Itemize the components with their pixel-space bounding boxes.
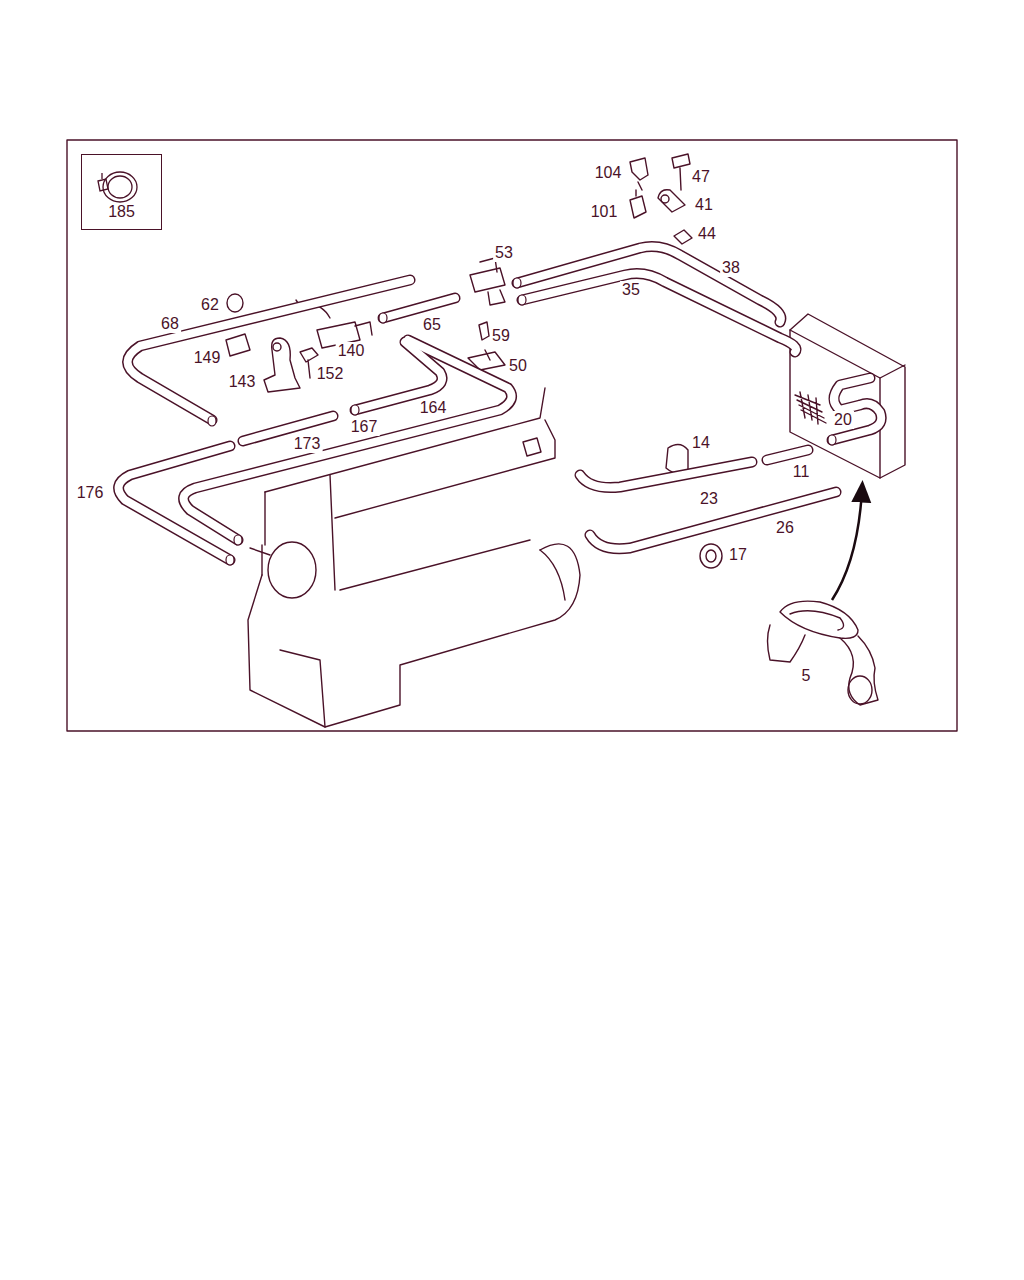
callout-number: 104 — [593, 164, 624, 182]
engine-block — [248, 388, 580, 727]
callout-number: 149 — [192, 349, 223, 367]
callout-number: 41 — [693, 196, 715, 214]
callout-number: 14 — [690, 434, 712, 452]
callout-number: 65 — [421, 316, 443, 334]
callout-number: 68 — [159, 315, 181, 333]
fittings — [226, 154, 722, 568]
callout-number: 47 — [690, 168, 712, 186]
callout-number: 44 — [696, 225, 718, 243]
callout-number: 5 — [800, 667, 813, 685]
callout-number: 20 — [832, 411, 854, 429]
hoses — [119, 247, 882, 565]
frame — [67, 140, 957, 731]
callout-number: 38 — [720, 259, 742, 277]
callout-number: 23 — [698, 490, 720, 508]
callout-number: 50 — [507, 357, 529, 375]
callout-number: 59 — [490, 327, 512, 345]
duct — [768, 601, 879, 705]
callout-number: 143 — [227, 373, 258, 391]
callout-number: 185 — [82, 204, 161, 220]
assembly-arrow — [832, 490, 862, 600]
callout-number: 17 — [727, 546, 749, 564]
callout-number: 167 — [349, 418, 380, 436]
inset-box: 185 — [81, 154, 162, 230]
callout-number: 26 — [774, 519, 796, 537]
callout-number: 140 — [336, 342, 367, 360]
callout-number: 176 — [75, 484, 106, 502]
callout-number: 101 — [589, 203, 620, 221]
callout-number: 164 — [418, 399, 449, 417]
callout-number: 62 — [199, 296, 221, 314]
clamp-icon — [82, 159, 150, 209]
callout-number: 173 — [292, 435, 323, 453]
callout-number: 35 — [620, 281, 642, 299]
callout-number: 152 — [315, 365, 346, 383]
callout-number: 11 — [791, 463, 812, 481]
callout-number: 53 — [493, 244, 515, 262]
